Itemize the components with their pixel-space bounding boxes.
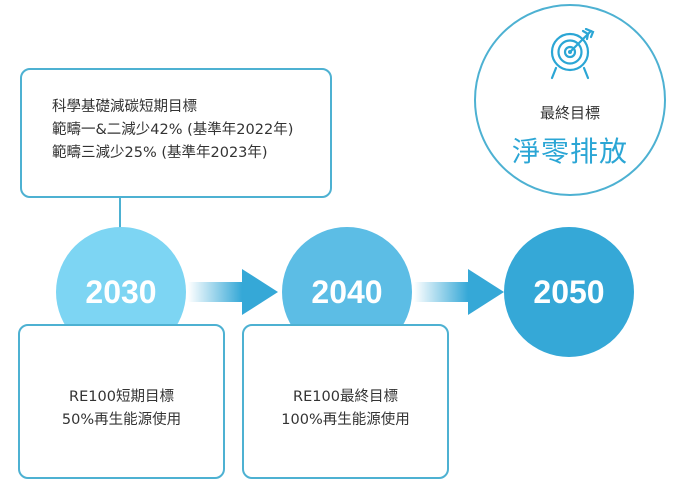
sbti-target-box: 科學基礎減碳短期目標 範疇一&二減少42% (基準年2022年) 範疇三減少25…: [20, 68, 332, 198]
re100-short-value: 50%再生能源使用: [61, 412, 182, 428]
target-arrow-icon: [550, 28, 595, 80]
milestone-2050: 2050: [504, 227, 634, 357]
sbti-title: 科學基礎減碳短期目標: [52, 99, 197, 115]
final-goal-title: 淨零排放: [511, 135, 628, 168]
arrow-right-icon: [188, 269, 278, 315]
arrow-right-icon: [414, 269, 504, 315]
connector-line: [119, 197, 121, 237]
re100-short-title: RE100短期目標: [69, 389, 174, 405]
re100-short-term-box: RE100短期目標 50%再生能源使用: [18, 324, 225, 479]
final-goal-circle: 最終目標 淨零排放: [474, 4, 666, 196]
re100-final-value: 100%再生能源使用: [281, 412, 410, 428]
final-goal-label: 最終目標: [539, 104, 600, 122]
sbti-scope12: 範疇一&二減少42% (基準年2022年): [52, 122, 294, 138]
re100-final-title: RE100最終目標: [293, 389, 398, 405]
re100-final-box: RE100最終目標 100%再生能源使用: [242, 324, 449, 479]
sbti-scope3: 範疇三減少25% (基準年2023年): [52, 145, 268, 161]
